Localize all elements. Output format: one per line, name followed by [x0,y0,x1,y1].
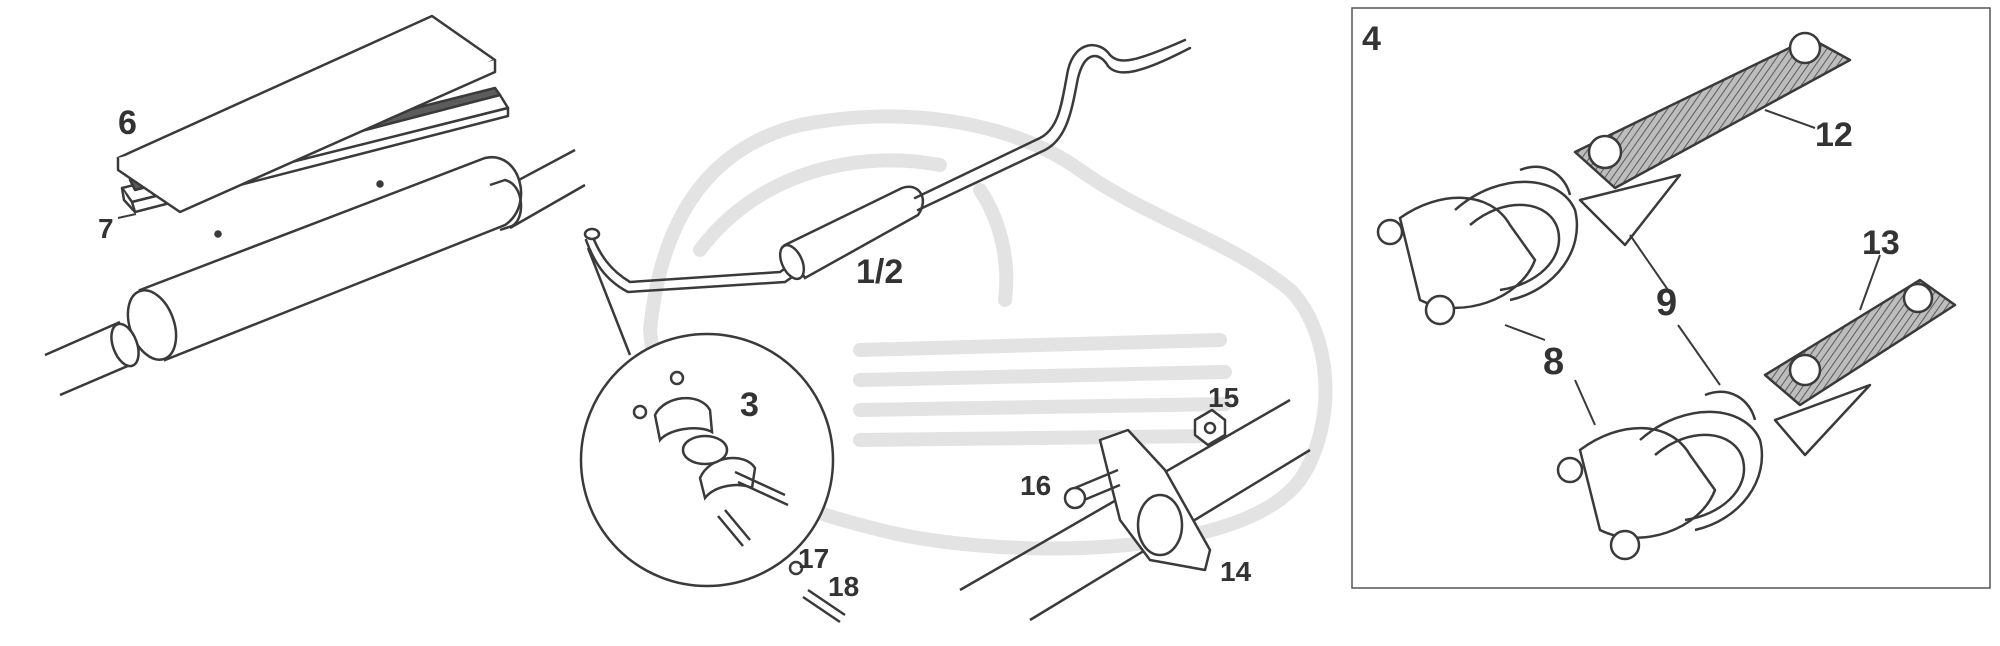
label-part-17: 17 [798,543,830,574]
clamp-strap-upper [1376,31,1852,326]
label-part-8: 8 [1543,341,1565,383]
muffler [44,148,586,397]
label-part-6: 6 [118,104,137,142]
clamp-detail-circle [579,247,835,588]
label-part-14: 14 [1220,556,1252,587]
label-part-4: 4 [1362,20,1381,58]
label-part-7: 7 [98,213,114,244]
detail-panel-frame [1351,7,1991,589]
heat-shield-group [116,14,510,238]
label-part-1-2: 1/2 [856,253,904,291]
label-part-13: 13 [1862,224,1900,262]
label-part-3: 3 [740,386,759,424]
mounting-bracket-group [959,398,1311,622]
label-part-9: 9 [1656,282,1678,324]
bolt-nut-17-18 [788,560,846,624]
leader-lines [1504,109,1881,426]
label-part-15: 15 [1208,382,1240,413]
label-part-16: 16 [1020,470,1052,501]
clamp-strap-lower [1556,278,1957,561]
label-part-12: 12 [1815,116,1853,154]
label-part-18: 18 [828,571,860,602]
car-watermark [642,109,1333,556]
